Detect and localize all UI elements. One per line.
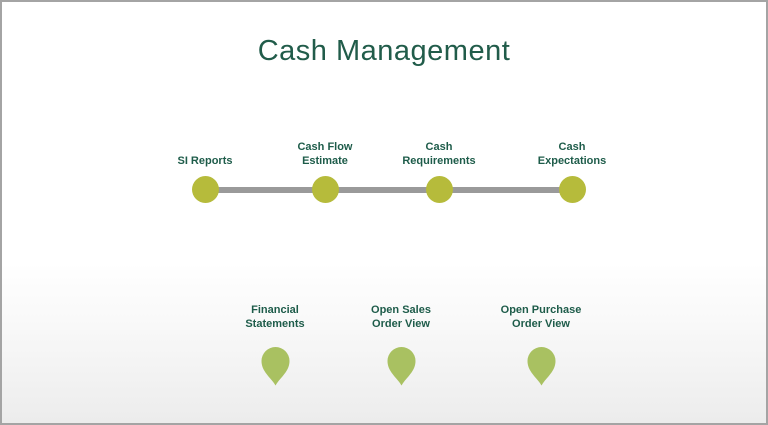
timeline-dot-icon xyxy=(558,176,586,203)
shortcut-financial-statements: Financial Statements xyxy=(220,299,330,386)
timeline-dot-icon xyxy=(191,176,219,203)
map-pin-icon xyxy=(261,347,289,386)
timeline-node-cash-flow-estimate: Cash Flow Estimate xyxy=(270,138,380,203)
map-pin-icon xyxy=(387,347,415,386)
timeline-node-cash-requirements: Cash Requirements xyxy=(384,138,494,203)
shortcut-open-purchase-order-view: Open Purchase Order View xyxy=(486,299,596,386)
timeline-node-label: Cash Flow Estimate xyxy=(297,141,353,167)
timeline-node-si-reports: SI Reports xyxy=(150,138,260,203)
timeline-dot-icon xyxy=(311,176,339,203)
shortcut-open-sales-order-view: Open Sales Order View xyxy=(346,299,456,386)
timeline-node-label: Cash Expectations xyxy=(537,141,607,167)
shortcut-label: Open Sales Order View xyxy=(371,304,431,330)
timeline-node-label: SI Reports xyxy=(177,155,233,167)
map-pin-icon xyxy=(527,347,555,386)
timeline-node-label: Cash Requirements xyxy=(402,141,476,167)
timeline-connector-line xyxy=(205,187,572,193)
page-title: Cash Management xyxy=(257,35,511,67)
timeline-node-cash-expectations: Cash Expectations xyxy=(517,138,627,203)
timeline-dot-icon xyxy=(425,176,453,203)
shortcut-label: Open Purchase Order View xyxy=(500,304,582,330)
shortcut-label: Financial Statements xyxy=(245,304,305,330)
